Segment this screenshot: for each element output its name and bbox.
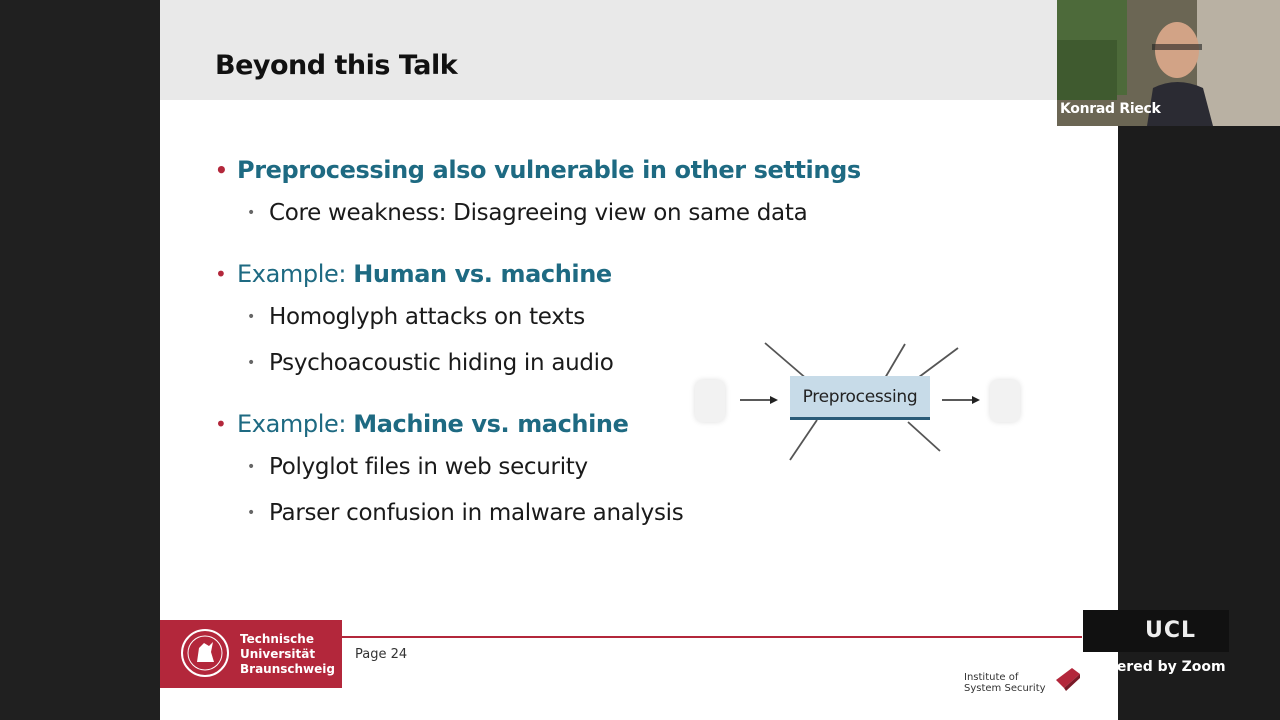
output-data-shape: [990, 380, 1020, 422]
slide-header: [160, 0, 1118, 100]
zoom-watermark: Powered by Zoom: [1084, 659, 1226, 675]
input-arrow-head: [770, 396, 778, 404]
institute-name: Institute of System Security: [964, 672, 1046, 694]
output-arrow-head: [972, 396, 980, 404]
attack-line: [907, 421, 941, 452]
input-data-shape: [695, 380, 725, 422]
university-seal-icon: [181, 629, 229, 677]
speaker-video-frame: [1057, 0, 1280, 126]
bullet-strong: Human vs. machine: [353, 260, 612, 288]
sub-bullet-homoglyph: Homoglyph attacks on texts: [215, 294, 775, 340]
diagram-lines: [740, 342, 980, 461]
sub-bullet-parser-confusion: Parser confusion in malware analysis: [215, 490, 775, 536]
bullet-list: Preprocessing also vulnerable in other s…: [215, 150, 861, 536]
tu-braunschweig-logo: Technische Universität Braunschweig: [160, 620, 342, 688]
attack-line: [789, 419, 818, 461]
speaker-name-label: Konrad Rieck: [1060, 101, 1161, 117]
institute-logo-icon: [1056, 668, 1080, 691]
presentation-slide: Beyond this Talk Preprocessing also vuln…: [160, 0, 1118, 720]
page-number: Page 24: [355, 647, 408, 662]
bullet-prefix: Example:: [237, 410, 354, 438]
attack-line: [884, 343, 906, 379]
sub-bullet-psychoacoustic: Psychoacoustic hiding in audio: [215, 340, 775, 386]
sub-bullet-polyglot: Polyglot files in web security: [215, 444, 775, 490]
ucl-logo-text: UCL: [1145, 618, 1197, 643]
preprocessing-box: Preprocessing: [790, 376, 930, 420]
slide-title: Beyond this Talk: [215, 50, 458, 81]
bullet-human-vs-machine: Example: Human vs. machine: [215, 254, 775, 294]
bullet-machine-vs-machine: Example: Machine vs. machine: [215, 404, 775, 444]
speaker-video[interactable]: Konrad Rieck: [1057, 0, 1280, 126]
bullet-prefix: Example:: [237, 260, 354, 288]
university-name: Technische Universität Braunschweig: [240, 632, 335, 676]
bullet-preprocessing: Preprocessing also vulnerable in other s…: [215, 150, 861, 190]
footer-divider: [342, 636, 1082, 638]
ucl-watermark: UCL: [1083, 610, 1229, 652]
bullet-strong: Machine vs. machine: [353, 410, 629, 438]
left-background: [0, 0, 160, 720]
sub-bullet-core-weakness: Core weakness: Disagreeing view on same …: [215, 190, 808, 236]
attack-line: [914, 347, 959, 381]
preprocessing-diagram: Preprocessing: [690, 336, 1040, 466]
attack-line: [764, 342, 809, 381]
